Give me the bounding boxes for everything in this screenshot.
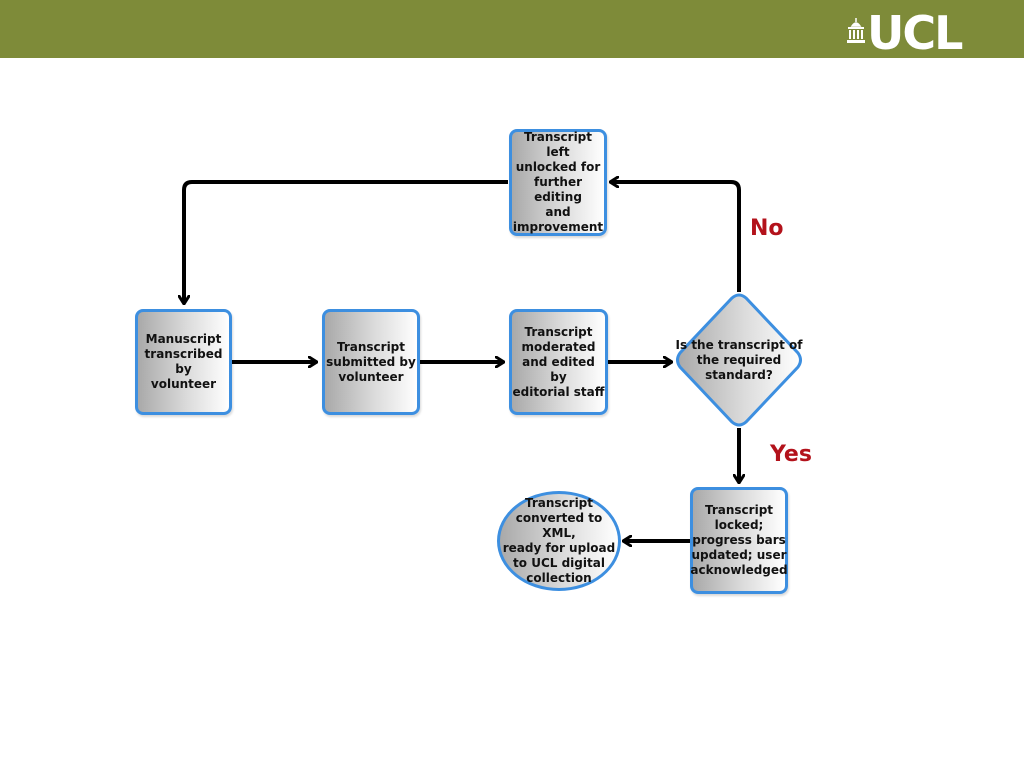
logo-text: UCL [867,6,963,60]
node-transcript-locked: Transcript locked; progress bars updated… [690,487,788,594]
branch-label-yes: Yes [770,442,812,467]
node-decision: Is the transcript of the required standa… [674,292,804,428]
node-transcript-submitted: Transcript submitted by volunteer [322,309,420,415]
node-label: Transcript converted to XML, ready for u… [502,496,616,585]
branch-label-no: No [750,216,784,241]
ucl-logo: UCL [843,8,993,58]
decision-label-wrap: Is the transcript of the required standa… [674,292,804,428]
node-label: Transcript moderated and edited by edito… [512,324,605,399]
node-manuscript-transcribed: Manuscript transcribed by volunteer [135,309,232,415]
node-label: Is the transcript of the required standa… [675,337,803,382]
decision-diamond-shape [676,293,802,427]
node-transcript-converted: Transcript converted to XML, ready for u… [497,491,621,591]
arrow-unlocked-to-manuscript [184,180,508,303]
node-label: Transcript left unlocked for further edi… [512,130,604,234]
node-label: Manuscript transcribed by volunteer [144,332,223,391]
portico-dome-icon [847,18,865,43]
node-transcript-left-unlocked: Transcript left unlocked for further edi… [509,129,607,236]
node-transcript-moderated: Transcript moderated and edited by edito… [509,309,608,415]
node-label: Transcript submitted by volunteer [326,339,416,384]
arrow-decision-no-to-unlocked [611,182,741,292]
node-label: Transcript locked; progress bars updated… [690,503,788,577]
